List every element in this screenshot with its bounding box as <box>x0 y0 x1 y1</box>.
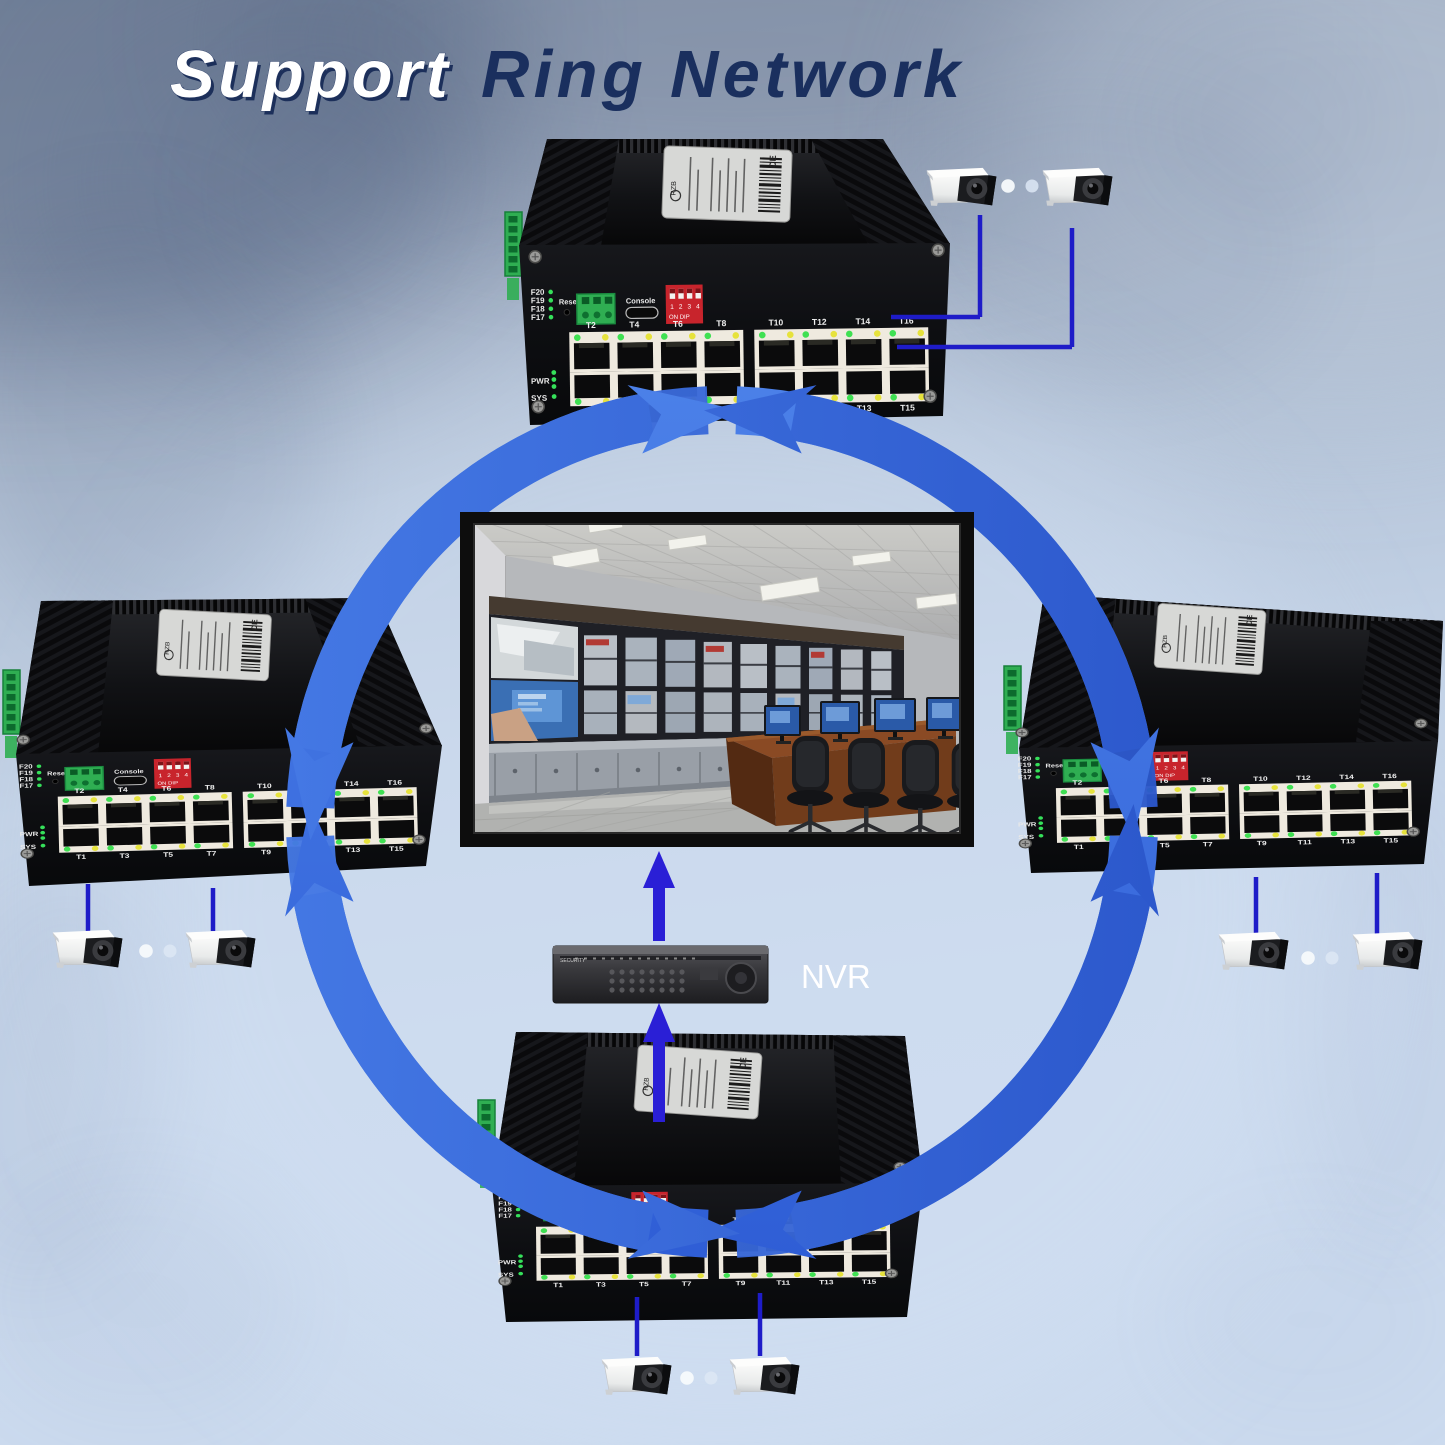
svg-text:NVR: NVR <box>801 958 871 995</box>
svg-text:Support: Support <box>173 41 454 116</box>
svg-text:SECURITY: SECURITY <box>560 958 586 964</box>
svg-text:Ring Network: Ring Network <box>481 37 964 112</box>
svg-text:Support: Support <box>170 37 451 112</box>
